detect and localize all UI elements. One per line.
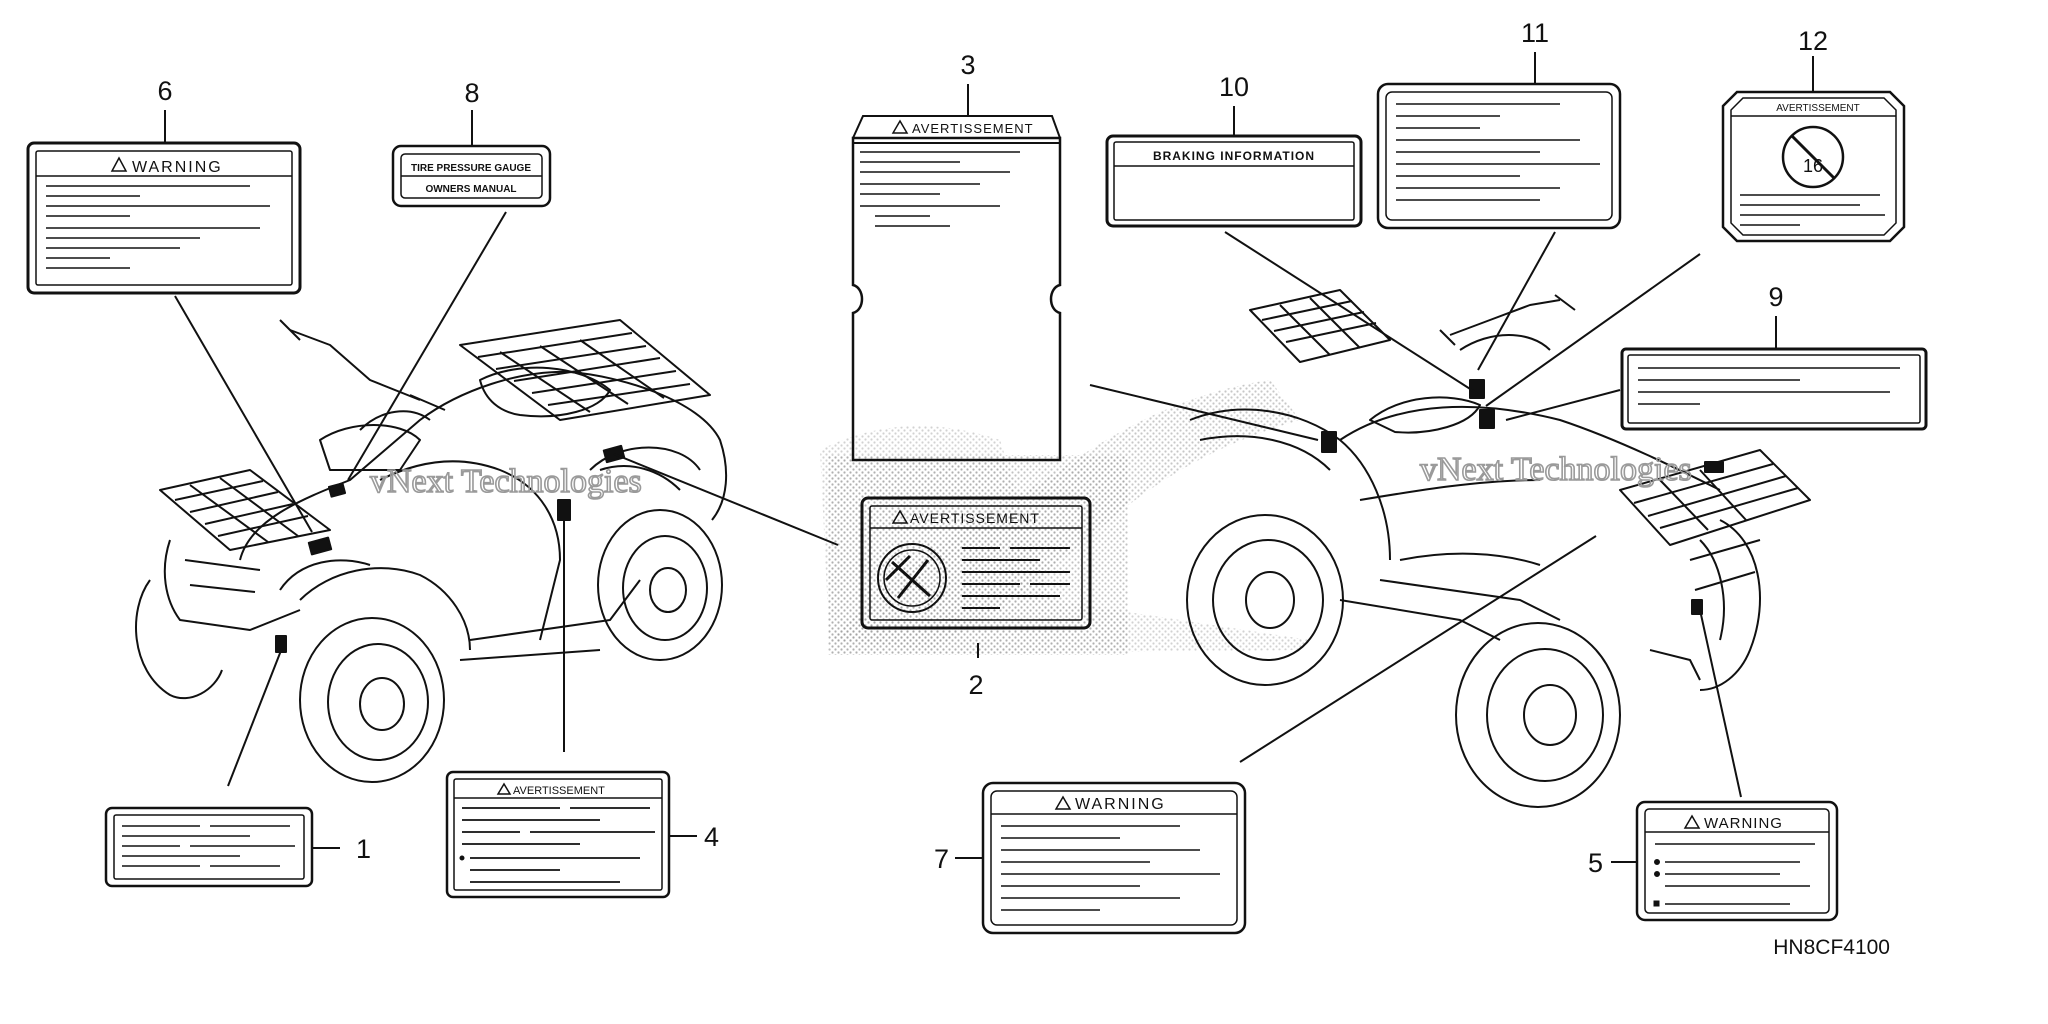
label-12-age-limit-decal: AVERTISSEMENT 16: [1721, 90, 1906, 243]
label-4-heading: AVERTISSEMENT: [513, 785, 605, 797]
callout-9: 9: [1768, 282, 1783, 312]
watermark: vNext Technologies vNext Technologies: [369, 450, 1692, 501]
label-7-warning-decal: WARNING: [981, 781, 1247, 935]
age-limit-number: 16: [1803, 156, 1823, 176]
owners-manual-text: OWNERS MANUAL: [425, 184, 516, 195]
atv-right-view: [1186, 289, 1811, 808]
callout-8: 8: [464, 78, 479, 108]
callout-6: 6: [157, 76, 172, 106]
stipple-shading: [820, 380, 1310, 655]
callout-11: 11: [1521, 18, 1549, 48]
watermark-text-left: vNext Technologies: [370, 463, 642, 500]
callout-3: 3: [960, 50, 975, 80]
leader-lines: [164, 52, 1814, 863]
label-10-braking-info-decal: BRAKING INFORMATION: [1105, 134, 1363, 228]
label-6-warning-decal: WARNING: [26, 141, 302, 295]
label-5-heading: WARNING: [1704, 815, 1783, 832]
label-1-decal: [104, 806, 314, 888]
label-4-avertissement-decal: AVERTISSEMENT: [445, 770, 671, 899]
callout-2: 2: [968, 670, 983, 700]
diagram-code: HN8CF4100: [1773, 936, 1890, 959]
label-2-heading: AVERTISSEMENT: [910, 510, 1040, 526]
tire-pressure-gauge-text: TIRE PRESSURE GAUGE: [411, 163, 531, 174]
watermark-text-right: vNext Technologies: [1420, 451, 1692, 488]
callout-5: 5: [1588, 848, 1603, 878]
atv-left-view: [135, 319, 728, 783]
callout-1: 1: [356, 834, 371, 864]
label-5-warning-decal: WARNING: [1635, 800, 1839, 922]
braking-information-text: BRAKING INFORMATION: [1153, 149, 1315, 163]
callout-numbers: 1 2 3 4 5 6 7 8 9 10 11 12: [157, 18, 1828, 878]
label-3-heading: AVERTISSEMENT: [912, 121, 1034, 136]
label-12-heading: AVERTISSEMENT: [1776, 103, 1860, 114]
label-3-avertissement-decal: AVERTISSEMENT: [851, 115, 1062, 462]
label-2-avertissement-decal: AVERTISSEMENT: [860, 496, 1092, 630]
callout-10: 10: [1219, 72, 1249, 102]
callout-7: 7: [934, 844, 949, 874]
label-9-decal: [1620, 347, 1928, 431]
label-6-heading: WARNING: [132, 159, 223, 176]
callout-12: 12: [1798, 26, 1828, 56]
callout-4: 4: [704, 822, 719, 852]
label-11-decal: [1376, 82, 1622, 230]
label-7-heading: WARNING: [1075, 796, 1166, 813]
label-8-tire-gauge-decal: TIRE PRESSURE GAUGE OWNERS MANUAL: [391, 144, 552, 208]
